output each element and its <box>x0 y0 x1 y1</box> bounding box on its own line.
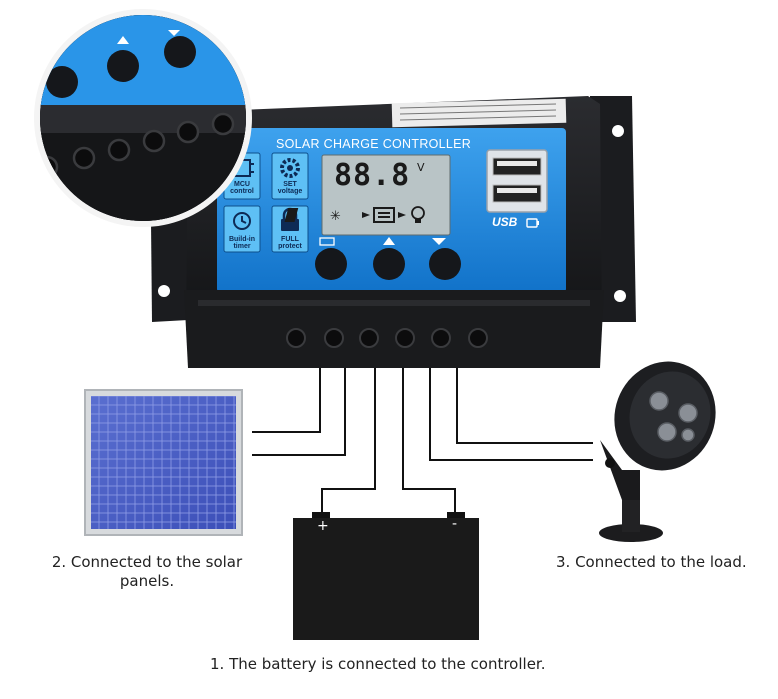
icon-button-timer-line2: timer <box>233 243 251 250</box>
caption-solar: 2. Connected to the solar panels. <box>32 553 262 591</box>
spotlight-lamp <box>599 361 716 542</box>
clock-icon <box>233 212 251 230</box>
lcd-voltage-readout: 88.8 <box>334 158 411 193</box>
battery <box>293 512 479 640</box>
battery-plus-label: + <box>317 518 329 534</box>
lcd-unit-label: V <box>417 161 425 174</box>
menu-button <box>315 248 347 280</box>
solar-panel <box>84 389 243 536</box>
control-buttons <box>315 248 461 280</box>
button-hint-icons <box>319 237 446 246</box>
icon-button-set-line1: SET <box>283 181 297 188</box>
icon-button-set-label: SET voltage <box>270 181 310 195</box>
battery-minus-label: - <box>452 516 458 532</box>
caption-solar-line1: 2. Connected to the solar <box>51 553 243 571</box>
up-button <box>373 248 405 280</box>
load-wire-1 <box>429 362 593 461</box>
load-wire-2 <box>456 362 593 444</box>
gear-icon <box>280 158 300 178</box>
controller-title: SOLAR CHARGE CONTROLLER <box>276 137 472 151</box>
svg-text:✳: ✳ <box>330 209 341 224</box>
solar-wire-2 <box>252 362 346 456</box>
charge-controller: ✳ <box>150 96 636 368</box>
battery-wire-plus <box>321 362 376 515</box>
caption-solar-line2: panels. <box>119 572 175 590</box>
icon-button-set-line2: voltage <box>277 188 303 195</box>
icon-button-protect-label: FULL protect <box>270 236 310 250</box>
icon-button-mcu-line2: control <box>230 188 254 195</box>
zoom-inset <box>34 9 252 227</box>
mount-ear-right <box>590 96 636 322</box>
icon-button-mcu-line1: MCU <box>234 181 250 188</box>
down-button <box>429 248 461 280</box>
icon-button-protect-line1: FULL <box>281 236 299 243</box>
usb-label: USB <box>492 215 518 229</box>
lcd-status-icons: ✳ <box>284 206 425 224</box>
wires <box>252 362 593 515</box>
icon-button-protect-line2: protect <box>278 243 302 250</box>
terminal-screws <box>286 328 488 348</box>
caption-load: 3. Connected to the load. <box>556 553 747 571</box>
icon-button-timer-label: Build-in timer <box>222 236 262 250</box>
battery-wire-minus <box>402 362 456 515</box>
solar-wire-1 <box>252 362 321 433</box>
lcd-screen <box>321 154 451 236</box>
caption-battery: 1. The battery is connected to the contr… <box>210 655 546 673</box>
icon-button-timer-line1: Build-in <box>228 236 256 243</box>
icon-button-mcu-label: MCU control <box>222 181 262 195</box>
